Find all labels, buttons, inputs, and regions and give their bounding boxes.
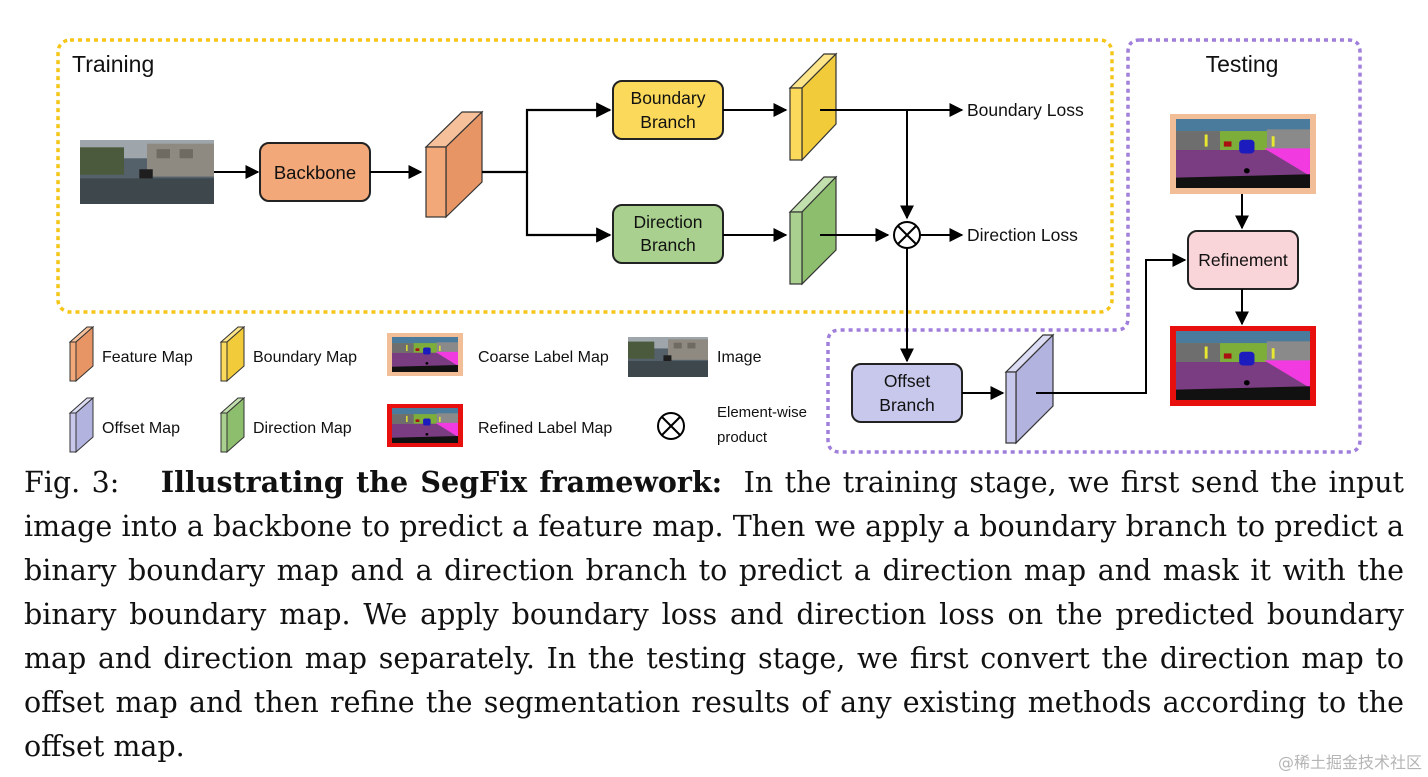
testing-region	[826, 38, 1362, 454]
boundary-branch-label-line2: Branch	[640, 112, 695, 132]
legend-offset-map-icon	[68, 396, 95, 454]
refinement-label: Refinement	[1198, 250, 1288, 270]
figure-caption: Fig. 3: Illustrating the SegFix framewor…	[24, 460, 1404, 769]
caption-title: Illustrating the SegFix framework:	[160, 465, 723, 499]
legend-offset-map-label: Offset Map	[102, 420, 180, 437]
boundary-branch-label-line1: Boundary	[631, 88, 706, 108]
legend-boundary-map-icon	[219, 325, 246, 383]
legend-boundary-map-label: Boundary Map	[253, 349, 357, 366]
legend-image-label: Image	[717, 349, 762, 366]
coarse-label-map	[1176, 119, 1310, 188]
legend-refined-label-map-label: Refined Label Map	[478, 420, 612, 437]
training-label: Training	[72, 51, 154, 77]
caption-figure-label: Fig. 3:	[24, 466, 120, 499]
legend-image-icon	[628, 337, 708, 377]
elementwise-product-node	[893, 221, 921, 249]
feature-map-slab	[424, 110, 484, 219]
input-image	[80, 140, 214, 204]
legend-elementwise-label-line2: product	[717, 429, 768, 446]
boundary-map-slab	[788, 52, 838, 162]
segfix-diagram: Training Testing Backbone Boundary Branc…	[56, 38, 1362, 454]
offset-branch-label-line1: Offset	[884, 371, 931, 391]
direction-branch-label-line2: Branch	[640, 235, 695, 255]
legend-coarse-label-map-icon	[392, 337, 458, 372]
direction-map-slab	[788, 175, 838, 286]
direction-loss-label: Direction Loss	[967, 225, 1078, 245]
legend-feature-map-label: Feature Map	[102, 349, 193, 366]
direction-branch-label-line1: Direction	[633, 212, 702, 232]
boundary-loss-label: Boundary Loss	[967, 100, 1084, 120]
caption-text: In the training stage, we first send the…	[24, 466, 1405, 763]
offset-branch-label-line2: Branch	[879, 395, 934, 415]
watermark: @稀土掘金技术社区	[1277, 753, 1422, 772]
training-region	[56, 38, 1114, 314]
backbone-label: Backbone	[274, 162, 356, 183]
legend-direction-map-label: Direction Map	[253, 420, 352, 437]
legend-elementwise-label-line1: Element-wise	[717, 404, 807, 421]
testing-label: Testing	[1206, 51, 1279, 77]
legend-refined-label-map-icon	[392, 408, 458, 443]
legend-coarse-label-map-label: Coarse Label Map	[478, 349, 609, 366]
offset-map-slab	[1004, 333, 1055, 445]
refined-label-map	[1176, 331, 1310, 400]
legend-direction-map-icon	[219, 396, 246, 454]
legend-feature-map-icon	[68, 325, 95, 383]
legend-elementwise-product-icon	[657, 412, 685, 440]
